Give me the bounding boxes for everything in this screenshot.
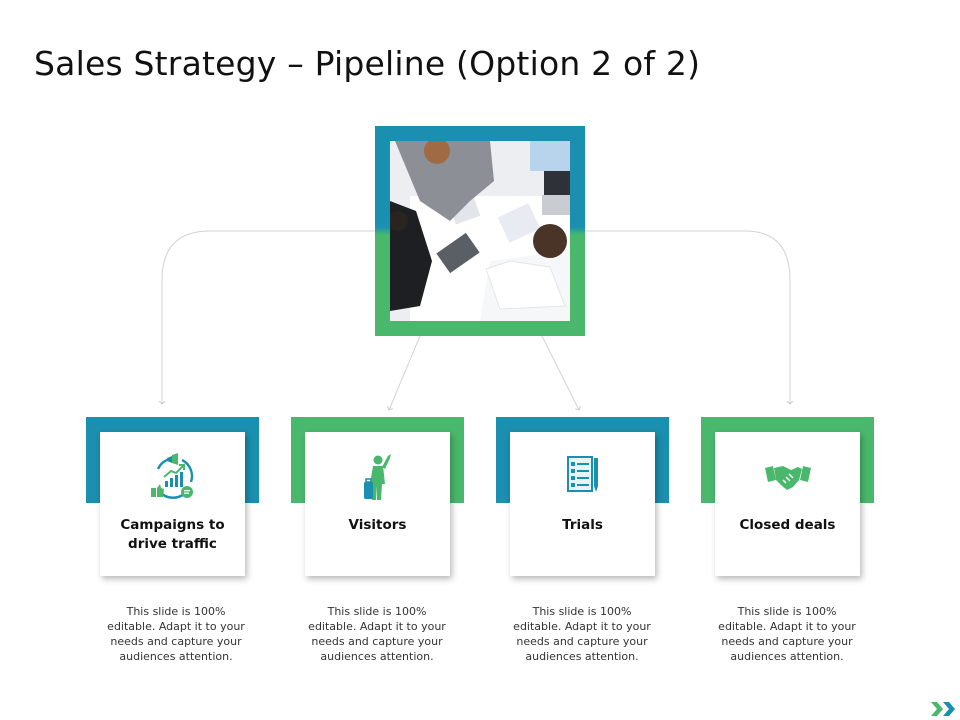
- stage-label-trials: Trials: [562, 517, 603, 533]
- stage-card-trials: Trials: [510, 432, 655, 576]
- stage-card-visitors: Visitors: [305, 432, 450, 576]
- stage-label-campaigns: Campaigns to drive traffic: [120, 517, 225, 552]
- visitor-icon: [363, 454, 391, 500]
- hero-image-frame: [375, 126, 585, 336]
- stage-description-campaigns: This slide is 100% editable. Adapt it to…: [107, 605, 245, 663]
- handshake-icon: [764, 466, 811, 490]
- stage-label-closed-deals: Closed deals: [739, 517, 836, 533]
- page-title: Sales Strategy – Pipeline (Option 2 of 2…: [34, 44, 701, 83]
- double-chevron-right-icon[interactable]: [930, 700, 958, 718]
- checklist-icon: [566, 456, 598, 492]
- campaign-icon: [150, 453, 193, 499]
- connector-left: [158, 230, 375, 405]
- stage-description-visitors: This slide is 100% editable. Adapt it to…: [308, 605, 446, 663]
- connector-center-left: [387, 335, 421, 411]
- stage-description-trials: This slide is 100% editable. Adapt it to…: [513, 605, 651, 663]
- business-meeting-photo: [390, 141, 570, 321]
- connector-right: [585, 230, 794, 405]
- stage-description-closed-deals: This slide is 100% editable. Adapt it to…: [718, 605, 856, 663]
- stage-card-campaigns: Campaigns to drive traffic: [100, 432, 245, 576]
- stage-card-closed-deals: Closed deals: [715, 432, 860, 576]
- connector-center-right: [541, 335, 581, 411]
- stage-label-visitors: Visitors: [348, 517, 407, 533]
